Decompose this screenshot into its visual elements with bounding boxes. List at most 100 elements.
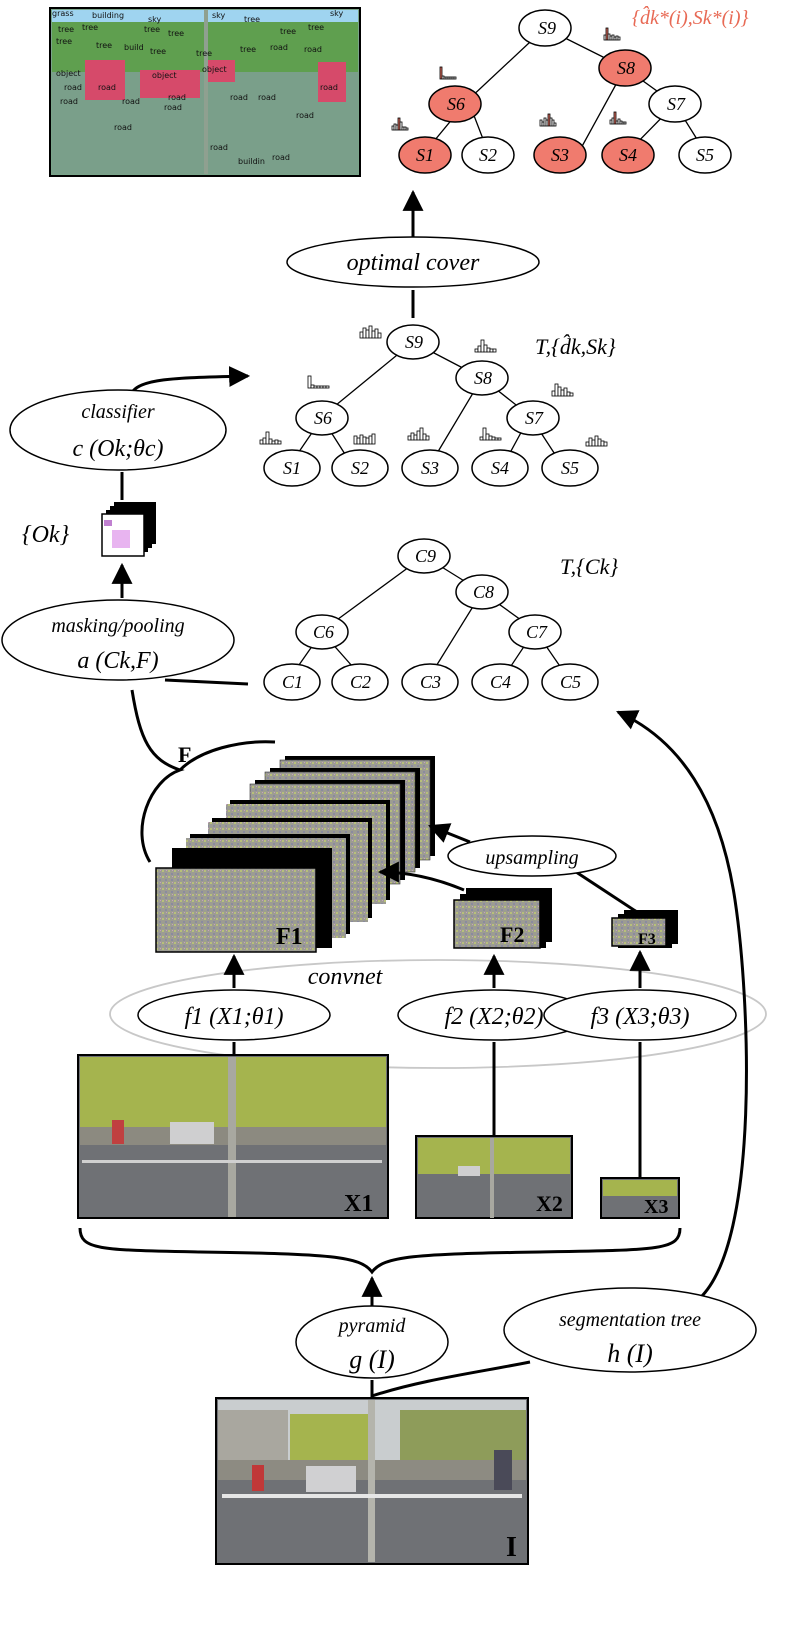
component-node-c4-label: C4 (490, 672, 511, 692)
segmentation-label: tree (240, 45, 256, 54)
component-node-c1-label: C1 (282, 672, 303, 692)
object-stack (101, 502, 156, 557)
classifier-title: classifier (81, 401, 155, 423)
masking-formula: a (Ck,F) (77, 648, 158, 674)
pyramid-formula: g (I) (349, 1345, 394, 1374)
score-node-s9 (386, 324, 440, 360)
convnet-f3-node (543, 989, 737, 1041)
score-node-s6 (295, 400, 349, 436)
input-image-I: I (215, 1397, 529, 1565)
arrow-segtree-to-components (616, 710, 748, 1300)
segmentation-label: road (210, 143, 228, 152)
segmentation-label: tree (56, 37, 72, 46)
arrow-upsampling-out (428, 823, 471, 844)
component-node-c3 (401, 663, 459, 701)
score-node-s7 (506, 400, 560, 436)
score-node-s9-label: S9 (405, 332, 423, 352)
convnet-f1-node (137, 989, 331, 1041)
component-node-c3-label: C3 (420, 672, 441, 692)
segmentation-label: tree (144, 25, 160, 34)
score-node-s8-label: S8 (474, 368, 492, 388)
segmentation-label: road (60, 97, 78, 106)
X3-label: X3 (644, 1196, 668, 1218)
features-F3-label: F3 (638, 931, 656, 948)
pyramid-title: pyramid (337, 1315, 407, 1337)
component-node-c5-label: C5 (560, 672, 581, 692)
pyramid-brace (78, 1227, 682, 1275)
segmentation-label: object (202, 65, 227, 74)
feature-stack-F2: F2 (453, 888, 552, 949)
segmentation-label: sky (212, 11, 226, 20)
segmentation-label: road (258, 93, 276, 102)
score-histograms (259, 325, 608, 447)
score-node-s6-label: S6 (314, 408, 332, 428)
top-node-s2 (461, 136, 515, 174)
score-node-s8 (455, 360, 509, 396)
segmentation-label: tree (196, 49, 212, 58)
top-node-s3 (533, 136, 587, 174)
upsampling-label: upsampling (485, 847, 578, 869)
convnet-region (109, 959, 767, 1069)
segmentation-label: build (124, 43, 144, 52)
segmentation-label: tree (96, 41, 112, 50)
top-node-s7-label: S7 (667, 94, 686, 114)
top-node-s8-label: S8 (617, 58, 635, 78)
convnet-f2-label: f2 (X2;θ2) (444, 1004, 543, 1030)
optimal-set-label: {d̂k*(i),Sk*(i)} (632, 5, 749, 29)
component-tree-label: T,{Ck} (560, 554, 618, 579)
component-node-c7 (508, 614, 562, 650)
segmentation-label: tree (82, 23, 98, 32)
segmentation-label: grass (52, 9, 74, 18)
score-node-s2-label: S2 (351, 458, 369, 478)
component-node-c7-label: C7 (526, 622, 548, 642)
segmentation-label: road (122, 97, 140, 106)
score-node-s3 (401, 449, 459, 487)
component-node-c2 (331, 663, 389, 701)
input-image-X3: X3 (600, 1177, 680, 1219)
top-histograms (391, 27, 627, 131)
score-node-s5 (541, 449, 599, 487)
segmentation-label: road (270, 43, 288, 52)
segmentation-label: road (304, 45, 322, 54)
component-node-c9-label: C9 (415, 546, 436, 566)
component-node-c6-label: C6 (313, 622, 334, 642)
top-node-s5 (678, 136, 732, 174)
top-node-s9-label: S9 (538, 18, 556, 38)
classifier-formula: c (Ok;θc) (72, 436, 163, 462)
top-node-s2-label: S2 (479, 145, 497, 165)
feature-stack-F1: F1 (155, 800, 390, 953)
input-image-X1: X1 (77, 1054, 389, 1219)
objects-label: {Ok} (22, 522, 70, 548)
score-node-s1 (263, 449, 321, 487)
segmentation-tree-node (503, 1287, 757, 1373)
top-node-s1-label: S1 (416, 145, 434, 165)
score-tree-label: T,{d̂k,Sk} (535, 334, 616, 359)
top-node-s6-label: S6 (447, 94, 465, 114)
I-label: I (506, 1532, 517, 1563)
f-brace-top (178, 740, 276, 772)
optimal-cover-node (286, 236, 540, 288)
optimal-cover-label: optimal cover (347, 250, 480, 276)
features-F-label: F (178, 742, 191, 767)
features-F1-label: F1 (276, 924, 303, 950)
segmentation-tree-title: segmentation tree (559, 1309, 701, 1331)
component-node-c1 (263, 663, 321, 701)
component-node-c9 (397, 538, 451, 574)
score-node-s3-label: S3 (421, 458, 439, 478)
top-node-s8 (598, 49, 652, 87)
top-node-s4-label: S4 (619, 145, 637, 165)
segmentation-label: road (168, 93, 186, 102)
component-node-c6 (295, 614, 349, 650)
component-node-c4 (471, 663, 529, 701)
segmentation-label: road (98, 83, 116, 92)
arrow-f2-upsample (377, 861, 465, 892)
segmentation-label: tree (244, 15, 260, 24)
top-node-s1 (398, 136, 452, 174)
component-node-c5 (541, 663, 599, 701)
masking-title: masking/pooling (51, 615, 184, 637)
segmentation-label: sky (148, 15, 162, 24)
segmentation-label: road (320, 83, 338, 92)
